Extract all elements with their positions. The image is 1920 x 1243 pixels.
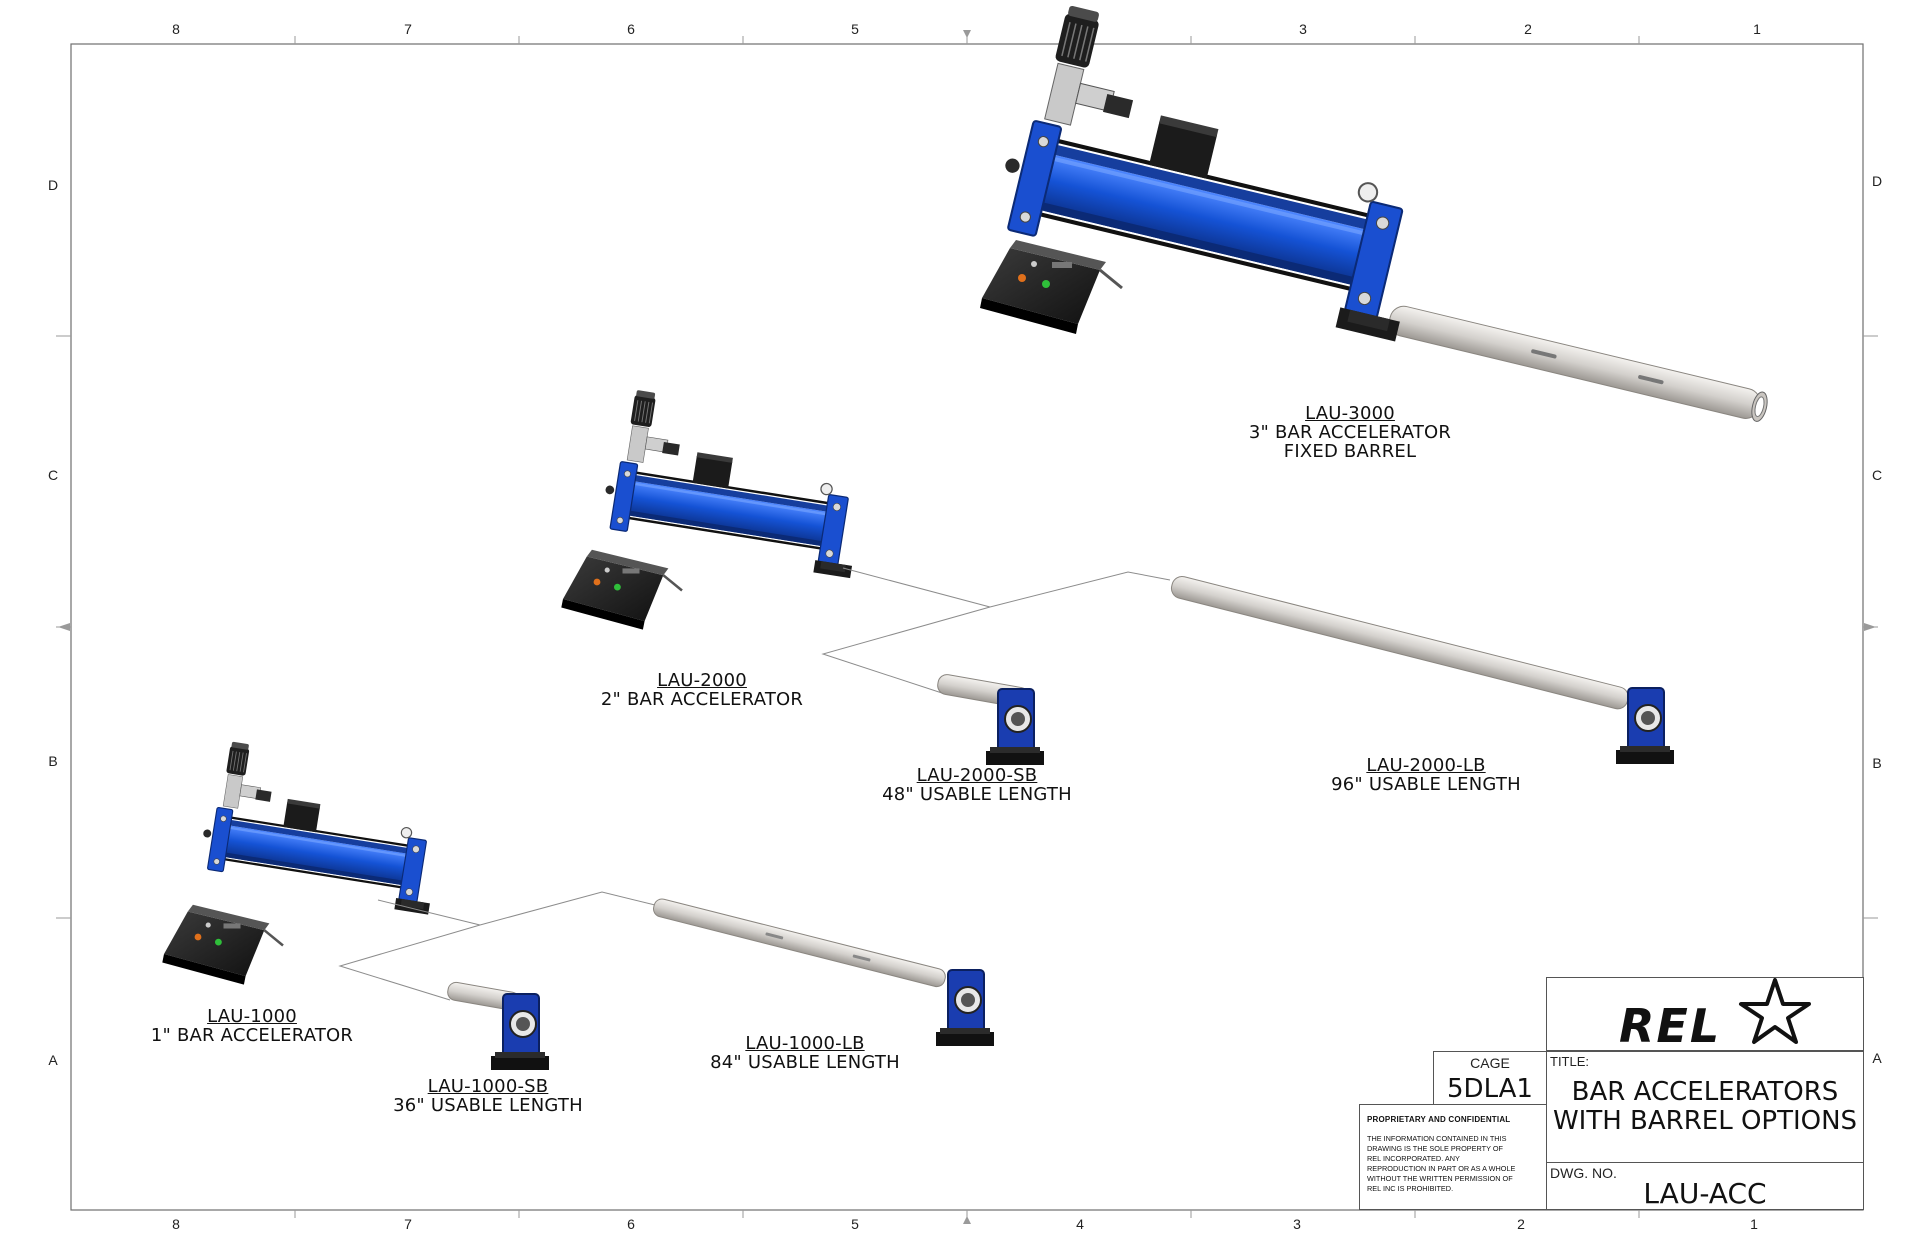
zone-col-1-top: 1	[1753, 21, 1761, 37]
part-number-lau1000: LAU-1000	[207, 1006, 297, 1027]
label-lau1000lb: LAU-1000-LB 84" USABLE LENGTH	[710, 1034, 900, 1072]
zone-col-2-bottom: 2	[1517, 1216, 1525, 1232]
zone-col-2-top: 2	[1524, 21, 1532, 37]
confidential-line: WITHOUT THE WRITTEN PERMISSION OF	[1367, 1174, 1513, 1183]
part-desc-lau3000: 3" BAR ACCELERATOR	[1248, 422, 1452, 443]
zone-col-1-bottom: 1	[1750, 1216, 1758, 1232]
label-lau2000sb: LAU-2000-SB 48" USABLE LENGTH	[882, 766, 1072, 804]
confidential-cell: PROPRIETARY AND CONFIDENTIAL THE INFORMA…	[1359, 1104, 1547, 1210]
confidential-line: REL INCORPORATED. ANY	[1367, 1154, 1460, 1163]
dwg-number-cell: DWG. NO. LAU-ACC	[1546, 1162, 1864, 1210]
lau1000-illustration	[161, 738, 995, 1071]
part-desc2-lau3000: FIXED BARREL	[1283, 441, 1417, 462]
zone-col-7-bottom: 7	[404, 1216, 412, 1232]
title-block-logo-cell: REL	[1546, 977, 1864, 1051]
dwg-number-value: LAU-ACC	[1643, 1177, 1767, 1210]
zone-row-b-right: B	[1872, 755, 1882, 771]
zone-col-6-top: 6	[627, 21, 635, 37]
zone-row-a-right: A	[1872, 1050, 1882, 1066]
label-lau1000: LAU-1000 1" BAR ACCELERATOR	[151, 1007, 353, 1045]
lau2000-illustration	[560, 386, 1675, 766]
part-number-lau2000lb: LAU-2000-LB	[1366, 755, 1486, 776]
zone-col-5-top: 5	[851, 21, 859, 37]
part-number-lau3000: LAU-3000	[1305, 403, 1395, 424]
zone-col-4-bottom: 4	[1076, 1216, 1084, 1232]
part-desc-lau2000: 2" BAR ACCELERATOR	[600, 689, 804, 710]
title-label: TITLE:	[1550, 1054, 1590, 1069]
cage-cell: CAGE 5DLA1	[1433, 1051, 1547, 1109]
part-desc-lau1000: 1" BAR ACCELERATOR	[150, 1025, 354, 1046]
rel-logo-text: REL	[1619, 999, 1721, 1050]
zone-row-b-left: B	[48, 753, 58, 769]
zone-row-c-left: C	[47, 467, 59, 483]
zone-row-d-right: D	[1871, 173, 1883, 189]
zone-col-3-bottom: 3	[1293, 1216, 1301, 1232]
drawing-title-line1: BAR ACCELERATORS	[1571, 1077, 1839, 1107]
part-number-lau2000: LAU-2000	[657, 670, 747, 691]
label-lau1000sb: LAU-1000-SB 36" USABLE LENGTH	[393, 1077, 583, 1115]
zone-row-a-left: A	[48, 1052, 58, 1068]
label-lau2000lb: LAU-2000-LB 96" USABLE LENGTH	[1331, 756, 1521, 794]
part-number-lau1000lb: LAU-1000-LB	[745, 1033, 865, 1054]
confidential-heading: PROPRIETARY AND CONFIDENTIAL	[1367, 1115, 1511, 1124]
zone-col-8-bottom: 8	[172, 1216, 180, 1232]
part-desc-lau2000sb: 48" USABLE LENGTH	[882, 784, 1072, 805]
label-lau3000: LAU-3000 3" BAR ACCELERATOR FIXED BARREL	[1249, 404, 1451, 461]
part-desc-lau1000lb: 84" USABLE LENGTH	[710, 1052, 900, 1073]
confidential-line: THE INFORMATION CONTAINED IN THIS	[1367, 1134, 1507, 1143]
zone-col-3-top: 3	[1299, 21, 1307, 37]
part-number-lau2000sb: LAU-2000-SB	[916, 765, 1038, 786]
zone-col-5-bottom: 5	[851, 1216, 859, 1232]
title-cell: TITLE: BAR ACCELERATORS WITH BARREL OPTI…	[1546, 1051, 1864, 1163]
dwg-number-label: DWG. NO.	[1550, 1165, 1617, 1181]
rel-logo: REL	[1619, 978, 1811, 1050]
zone-col-7-top: 7	[404, 21, 412, 37]
zone-col-8-top: 8	[172, 21, 180, 37]
cage-value: 5DLA1	[1447, 1074, 1533, 1104]
cage-label: CAGE	[1470, 1055, 1510, 1071]
zone-col-6-bottom: 6	[627, 1216, 635, 1232]
zone-row-c-right: C	[1871, 467, 1883, 483]
confidential-line: REL INC IS PROHIBITED.	[1367, 1184, 1454, 1193]
zone-row-d-left: D	[47, 177, 59, 193]
confidential-line: REPRODUCTION IN PART OR AS A WHOLE	[1367, 1164, 1516, 1173]
drawing-title-line2: WITH BARREL OPTIONS	[1552, 1106, 1858, 1136]
label-lau2000: LAU-2000 2" BAR ACCELERATOR	[601, 671, 803, 709]
part-desc-lau1000sb: 36" USABLE LENGTH	[393, 1095, 583, 1116]
part-desc-lau2000lb: 96" USABLE LENGTH	[1331, 774, 1521, 795]
confidential-line: DRAWING IS THE SOLE PROPERTY OF	[1367, 1144, 1503, 1153]
part-number-lau1000sb: LAU-1000-SB	[427, 1076, 549, 1097]
lau3000-illustration	[978, 0, 1768, 422]
